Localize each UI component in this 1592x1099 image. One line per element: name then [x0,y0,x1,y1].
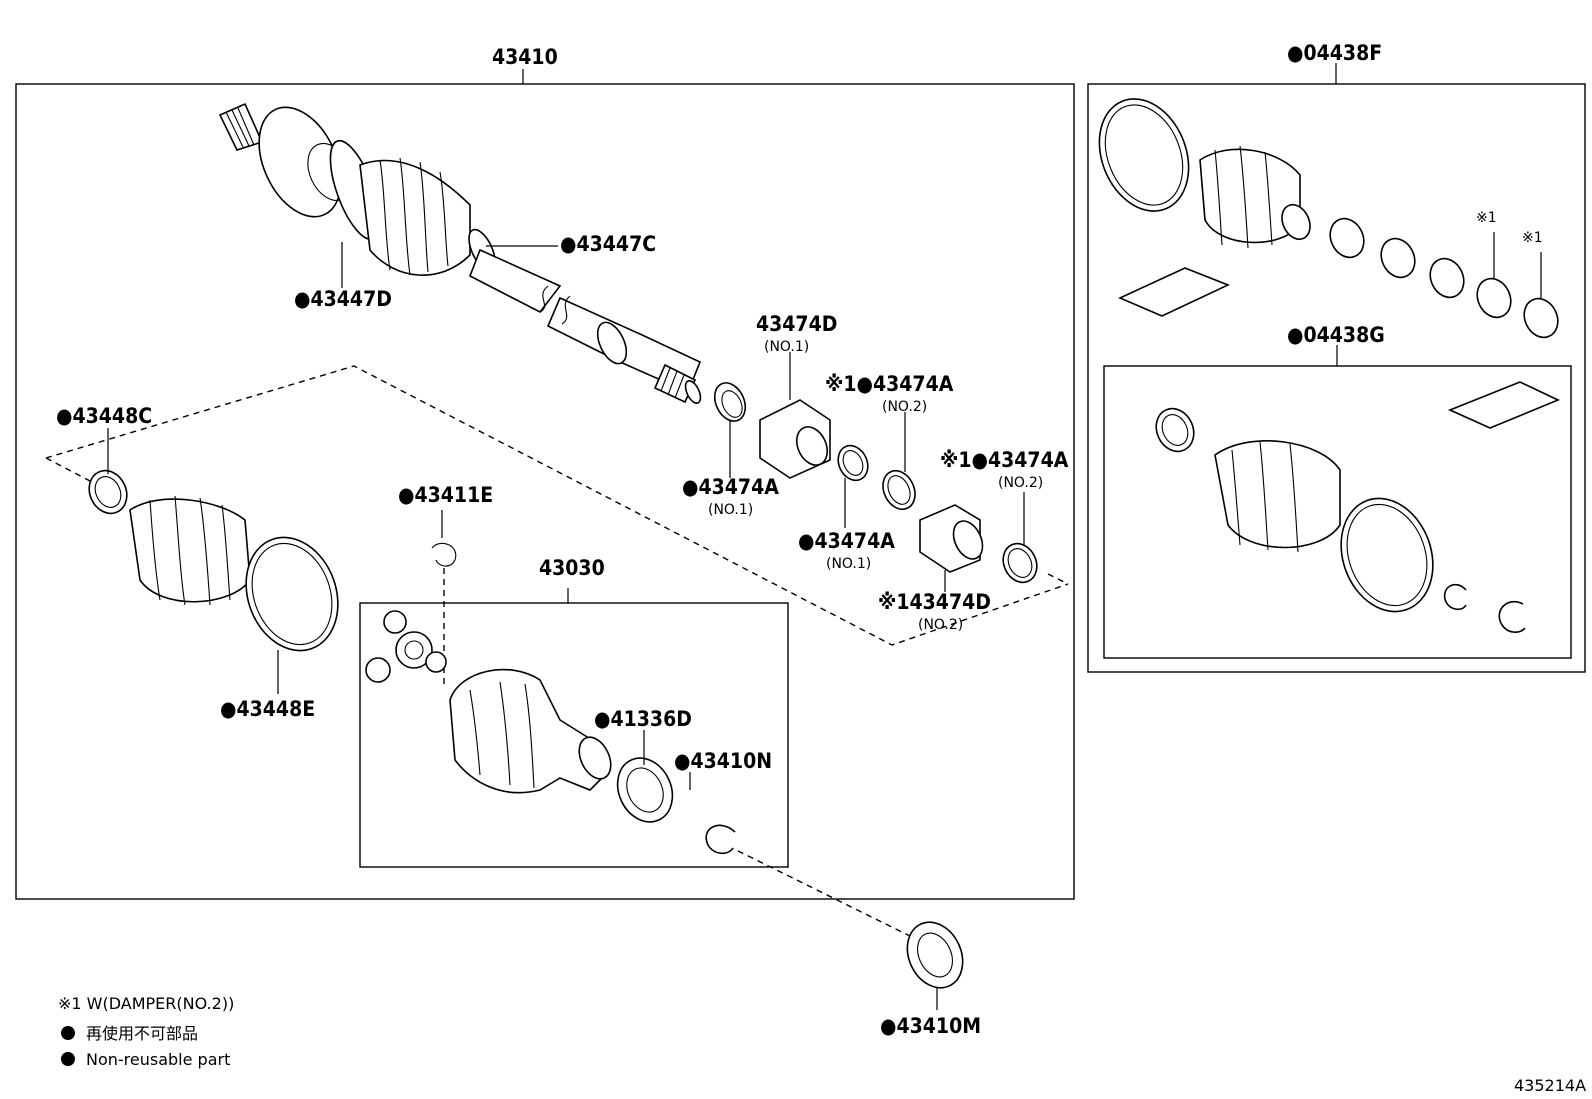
label-43411E: ●43411E [398,483,493,507]
label-43474D-no2-sub: (NO.2) [918,617,963,633]
label-43474A-right: ※1●43474A [940,448,1069,472]
damper-clamps [713,382,1038,584]
label-43474A-mid1: ●43474A [682,475,779,499]
inner-boot-set [88,469,339,652]
label-43447D: ●43447D [294,287,392,311]
label-43410M: ●43410M [880,1014,981,1038]
label-43474D-no2: ※143474D [878,590,991,614]
label-43474A-low: ●43474A [798,529,895,553]
label-kit-note-1b: ※1 [1522,230,1543,246]
legend-english: Non-reusable part [86,1050,230,1069]
label-43448E: ●43448E [220,697,315,721]
legend-note-1: ※1 W(DAMPER(NO.2)) [58,994,234,1013]
legend-bullet-ja [61,1026,75,1040]
label-kit-note-1a: ※1 [1476,210,1497,226]
label-43410N: ●43410N [674,749,772,773]
repair-kit-illustrations [1098,98,1560,633]
label-43474A-right-sub: (NO.2) [998,475,1043,491]
label-43474D-sub: (NO.1) [764,339,809,355]
label-43474D: 43474D [756,312,837,336]
label-43474A-top: ※1●43474A [825,372,954,396]
inner-joint-illustration [365,542,964,989]
legend-bullet-en [61,1052,75,1066]
label-43474A-mid1-sub: (NO.1) [708,502,753,518]
drive-shaft-illustration [218,102,702,404]
label-43410: 43410 [492,45,558,69]
label-04438F: ●04438F [1287,41,1382,65]
joint-frame-43030 [359,602,789,868]
label-43447C: ●43447C [560,232,656,256]
label-43474A-top-sub: (NO.2) [882,399,927,415]
label-43448C: ●43448C [56,404,152,428]
label-04438G: ●04438G [1287,323,1385,347]
assembly-frame-43410 [15,83,1075,900]
figure-code: 435214A [1514,1076,1586,1095]
label-41336D: ●41336D [594,707,692,731]
label-43474A-low-sub: (NO.1) [826,556,871,572]
label-43030: 43030 [539,556,605,580]
leader-lines [107,242,1025,1010]
legend-japanese: 再使用不可部品 [86,1024,198,1043]
